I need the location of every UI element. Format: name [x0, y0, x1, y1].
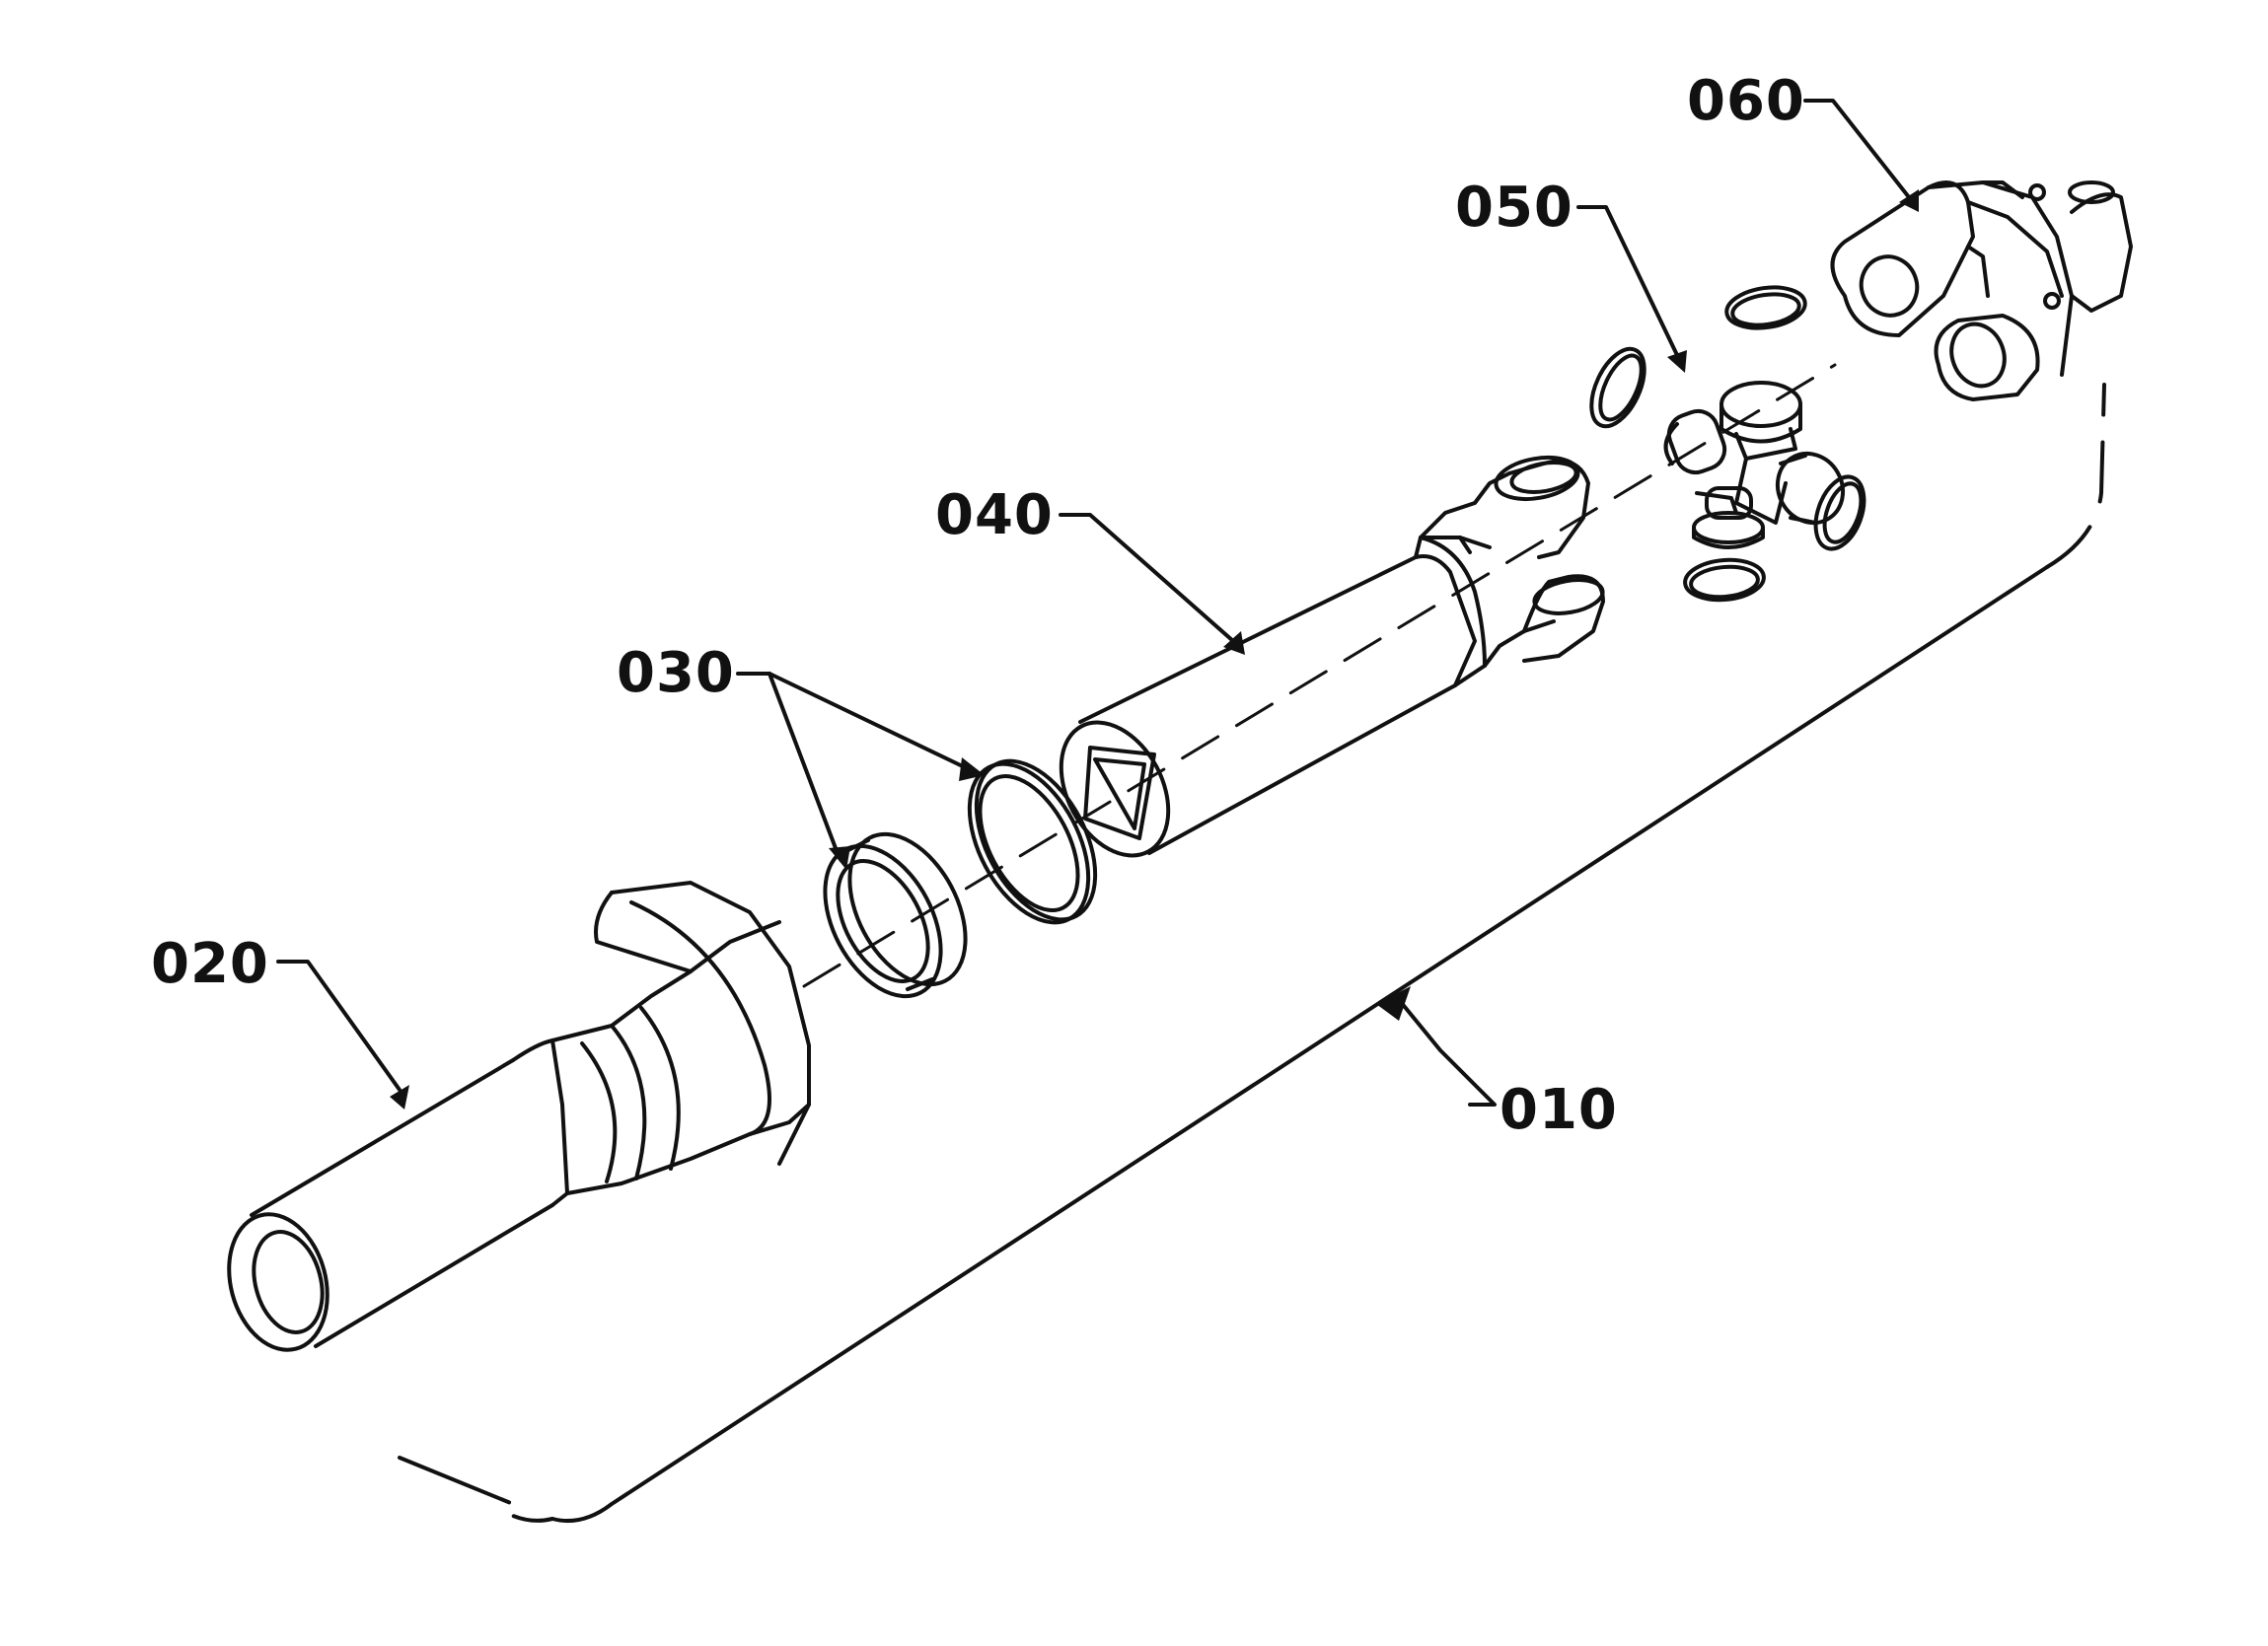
assembly-bracket — [398, 383, 2106, 1524]
part-030-seal-left — [801, 815, 988, 1016]
leader-010 — [1394, 994, 1497, 1107]
leader-lines — [276, 99, 1919, 1109]
snap-ring-top — [1724, 283, 1808, 333]
leader-060 — [1803, 99, 1911, 199]
callout-040: 040 — [935, 483, 1054, 547]
leader-030-a — [768, 672, 841, 858]
leader-040 — [1059, 513, 1235, 643]
part-040-shaft-yoke — [1040, 452, 1605, 874]
snap-ring-bottom — [1683, 557, 1765, 604]
callout-060: 060 — [1687, 69, 1805, 133]
part-030-seal-right — [945, 742, 1120, 943]
part-020-slip-tube — [215, 883, 809, 1361]
center-axis — [802, 363, 1837, 988]
callout-010: 010 — [1500, 1078, 1618, 1142]
leader-050 — [1576, 205, 1679, 357]
callout-020: 020 — [151, 932, 269, 996]
leader-030-b — [768, 672, 971, 771]
callout-050: 050 — [1455, 176, 1573, 240]
leader-020 — [276, 960, 402, 1092]
callout-030: 030 — [617, 641, 735, 705]
snap-ring-left — [1580, 341, 1654, 435]
part-050-u-joint — [1580, 283, 1872, 604]
snap-ring-right — [1806, 470, 1872, 555]
part-060-flange-yoke — [1833, 182, 2132, 399]
